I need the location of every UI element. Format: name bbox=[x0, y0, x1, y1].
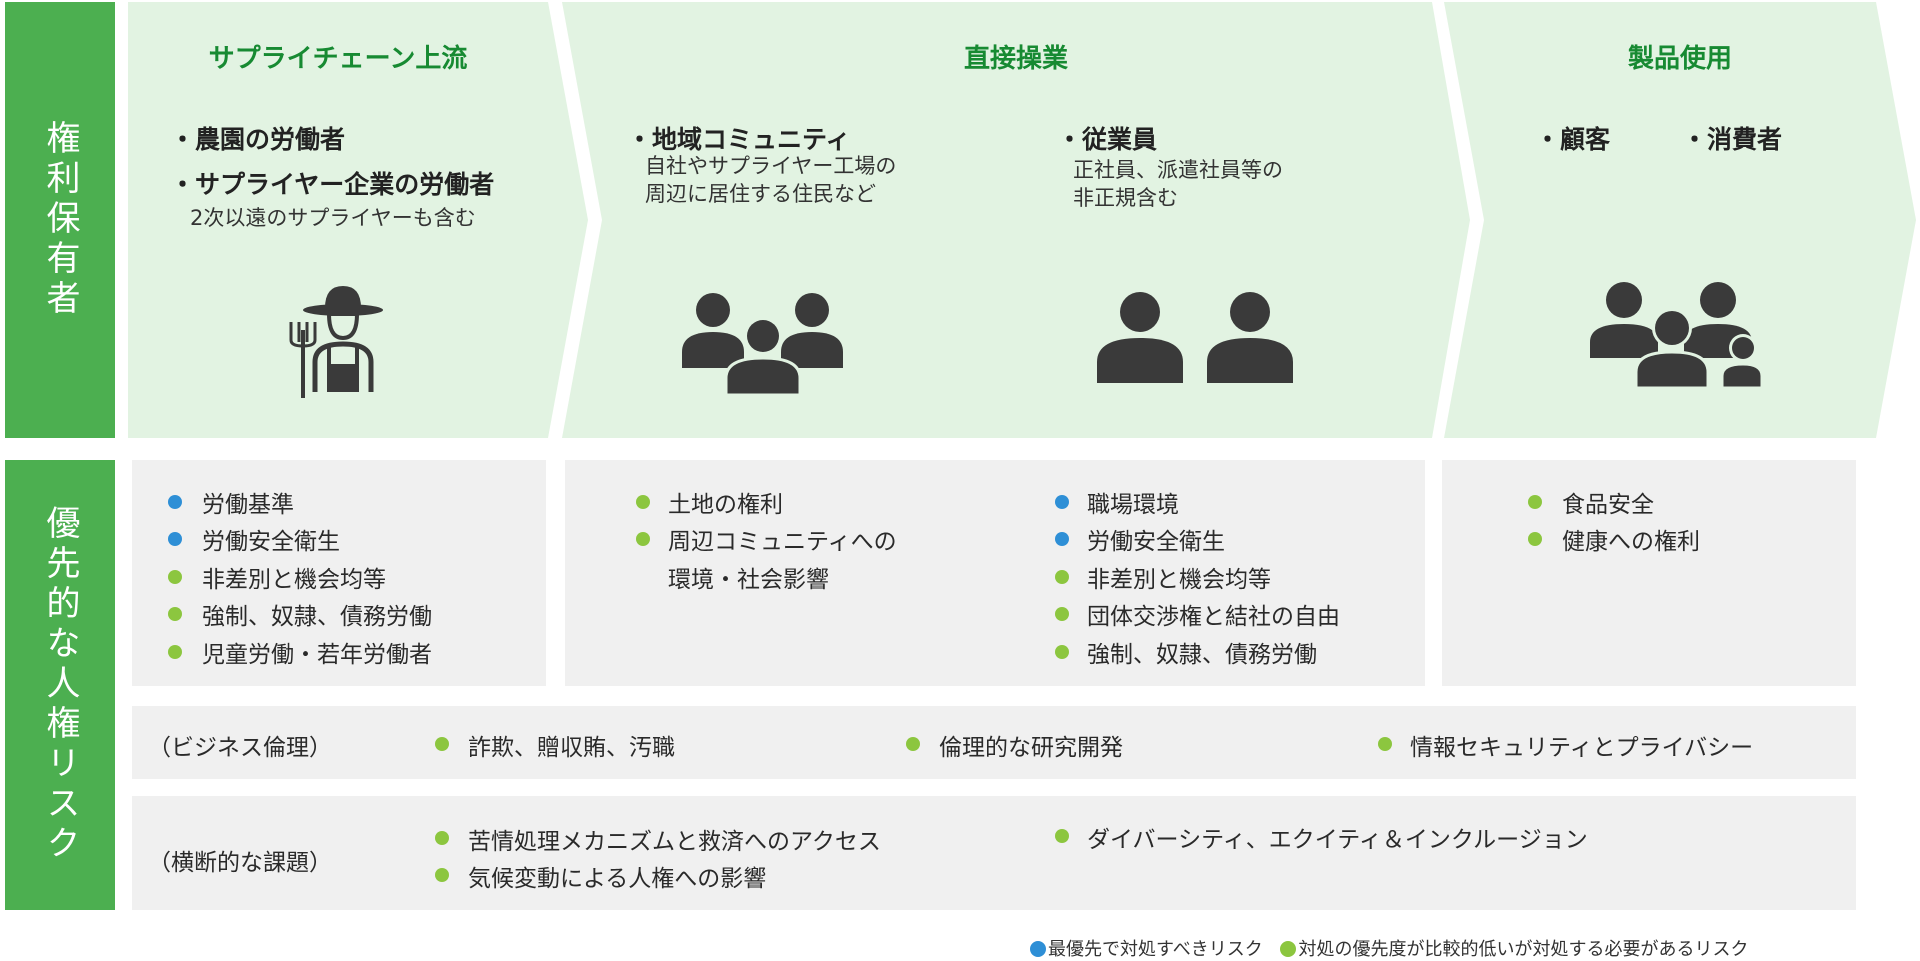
priority-dot-green bbox=[1528, 532, 1542, 546]
crosscutting-item: ダイバーシティ、エクイティ＆インクルージョン bbox=[1087, 827, 1588, 853]
risk-item: 土地の権利 bbox=[668, 492, 783, 518]
legend-green-label: 対処の優先度が比較的低いが対処する必要があるリスク bbox=[1298, 939, 1749, 960]
risk-item: 労働基準 bbox=[202, 492, 294, 518]
risk-panel-product bbox=[1442, 460, 1856, 686]
chevron-product: 製品使用 bbox=[1444, 2, 1916, 438]
priority-dot-blue bbox=[168, 495, 182, 509]
risk-item: 労働安全衛生 bbox=[1087, 529, 1225, 555]
community-note-2: 周辺に居住する住民など bbox=[645, 182, 876, 206]
legend-green-dot bbox=[1280, 941, 1297, 957]
employees-note-2: 非正規含む bbox=[1073, 186, 1178, 210]
risk-item: 強制、奴隷、債務労働 bbox=[1087, 642, 1317, 668]
risk-item: 職場環境 bbox=[1087, 492, 1179, 518]
risk-item: 労働安全衛生 bbox=[202, 529, 340, 555]
priority-dot-blue bbox=[1055, 495, 1069, 509]
legend-blue-dot bbox=[1030, 941, 1046, 957]
rights-holders-label: 権利保有者 bbox=[40, 120, 80, 320]
family-icon bbox=[1590, 282, 1763, 390]
holder-farm-workers: ・農園の労働者 bbox=[170, 125, 346, 154]
risk-item: 団体交渉権と結社の自由 bbox=[1087, 604, 1340, 630]
risk-panel-upstream bbox=[132, 460, 546, 686]
farmer-icon bbox=[289, 286, 383, 398]
priority-dot-green bbox=[636, 495, 650, 509]
holder-employees: ・従業員 bbox=[1057, 125, 1158, 154]
holder-community: ・地域コミュニティ bbox=[627, 125, 851, 154]
community-group-icon bbox=[682, 293, 843, 395]
priority-dot-green bbox=[168, 570, 182, 584]
crosscutting-label: （横断的な課題） bbox=[148, 850, 332, 876]
holder-customers: ・顧客 bbox=[1535, 125, 1611, 154]
crosscutting-panel bbox=[132, 796, 1856, 910]
holder-supplier-note: 2次以遠のサプライヤーも含む bbox=[190, 206, 476, 230]
rights-holders-bar: 権利保有者 bbox=[5, 2, 115, 438]
business-ethics-panel bbox=[132, 706, 1856, 779]
direct-title: 直接操業 bbox=[963, 44, 1068, 74]
risk-item: 健康への権利 bbox=[1562, 529, 1700, 555]
priority-dot-green bbox=[1055, 829, 1069, 843]
holder-supplier-workers: ・サプライヤー企業の労働者 bbox=[170, 170, 495, 199]
priority-dot-green bbox=[1528, 495, 1542, 509]
priority-dot-green bbox=[636, 532, 650, 546]
risk-item: 非差別と機会均等 bbox=[202, 567, 386, 593]
risk-item: 強制、奴隷、債務労働 bbox=[202, 604, 432, 630]
two-people-icon bbox=[1097, 292, 1293, 383]
risk-item: 児童労働・若年労働者 bbox=[202, 642, 432, 668]
upstream-title: サプライチェーン上流 bbox=[208, 44, 468, 74]
risk-panel-direct bbox=[565, 460, 1425, 686]
crosscutting-item: 気候変動による人権への影響 bbox=[468, 866, 767, 892]
priority-dot-blue bbox=[168, 532, 182, 546]
ethics-item: 詐欺、贈収賄、汚職 bbox=[468, 735, 675, 761]
legend: 最優先で対処すべきリスク 対処の優先度が比較的低いが対処する必要があるリスク bbox=[1030, 935, 1748, 961]
product-title: 製品使用 bbox=[1627, 44, 1732, 74]
priority-dot-green bbox=[1055, 645, 1069, 659]
holder-consumers: ・消費者 bbox=[1682, 125, 1783, 154]
community-note-1: 自社やサプライヤー工場の bbox=[645, 154, 897, 178]
priority-risks-label: 優先的な人権リスク bbox=[40, 505, 80, 865]
chevron-upstream: サプライチェーン上流 bbox=[128, 2, 588, 438]
priority-dot-green bbox=[1055, 607, 1069, 621]
priority-dot-green bbox=[1055, 570, 1069, 584]
priority-dot-green bbox=[906, 737, 920, 751]
business-ethics-label: （ビジネス倫理） bbox=[148, 735, 332, 761]
priority-dot-green bbox=[168, 645, 182, 659]
priority-dot-green bbox=[435, 737, 449, 751]
employees-note-1: 正社員、派遣社員等の bbox=[1073, 158, 1283, 182]
priority-dot-green bbox=[1378, 737, 1392, 751]
risk-item-continuation: 環境・社会影響 bbox=[668, 567, 829, 593]
priority-dot-green bbox=[435, 868, 449, 882]
priority-dot-blue bbox=[1055, 532, 1069, 546]
risk-item: 非差別と機会均等 bbox=[1087, 567, 1271, 593]
risk-item: 周辺コミュニティへの bbox=[668, 529, 897, 555]
risk-item: 食品安全 bbox=[1562, 492, 1654, 518]
ethics-item: 倫理的な研究開発 bbox=[939, 735, 1123, 761]
crosscutting-item: 苦情処理メカニズムと救済へのアクセス bbox=[468, 829, 881, 855]
legend-blue-label: 最優先で対処すべきリスク bbox=[1048, 939, 1263, 960]
priority-dot-green bbox=[168, 607, 182, 621]
priority-dot-green bbox=[435, 831, 449, 845]
ethics-item: 情報セキュリティとプライバシー bbox=[1410, 735, 1754, 761]
priority-risks-bar: 優先的な人権リスク bbox=[5, 460, 115, 910]
